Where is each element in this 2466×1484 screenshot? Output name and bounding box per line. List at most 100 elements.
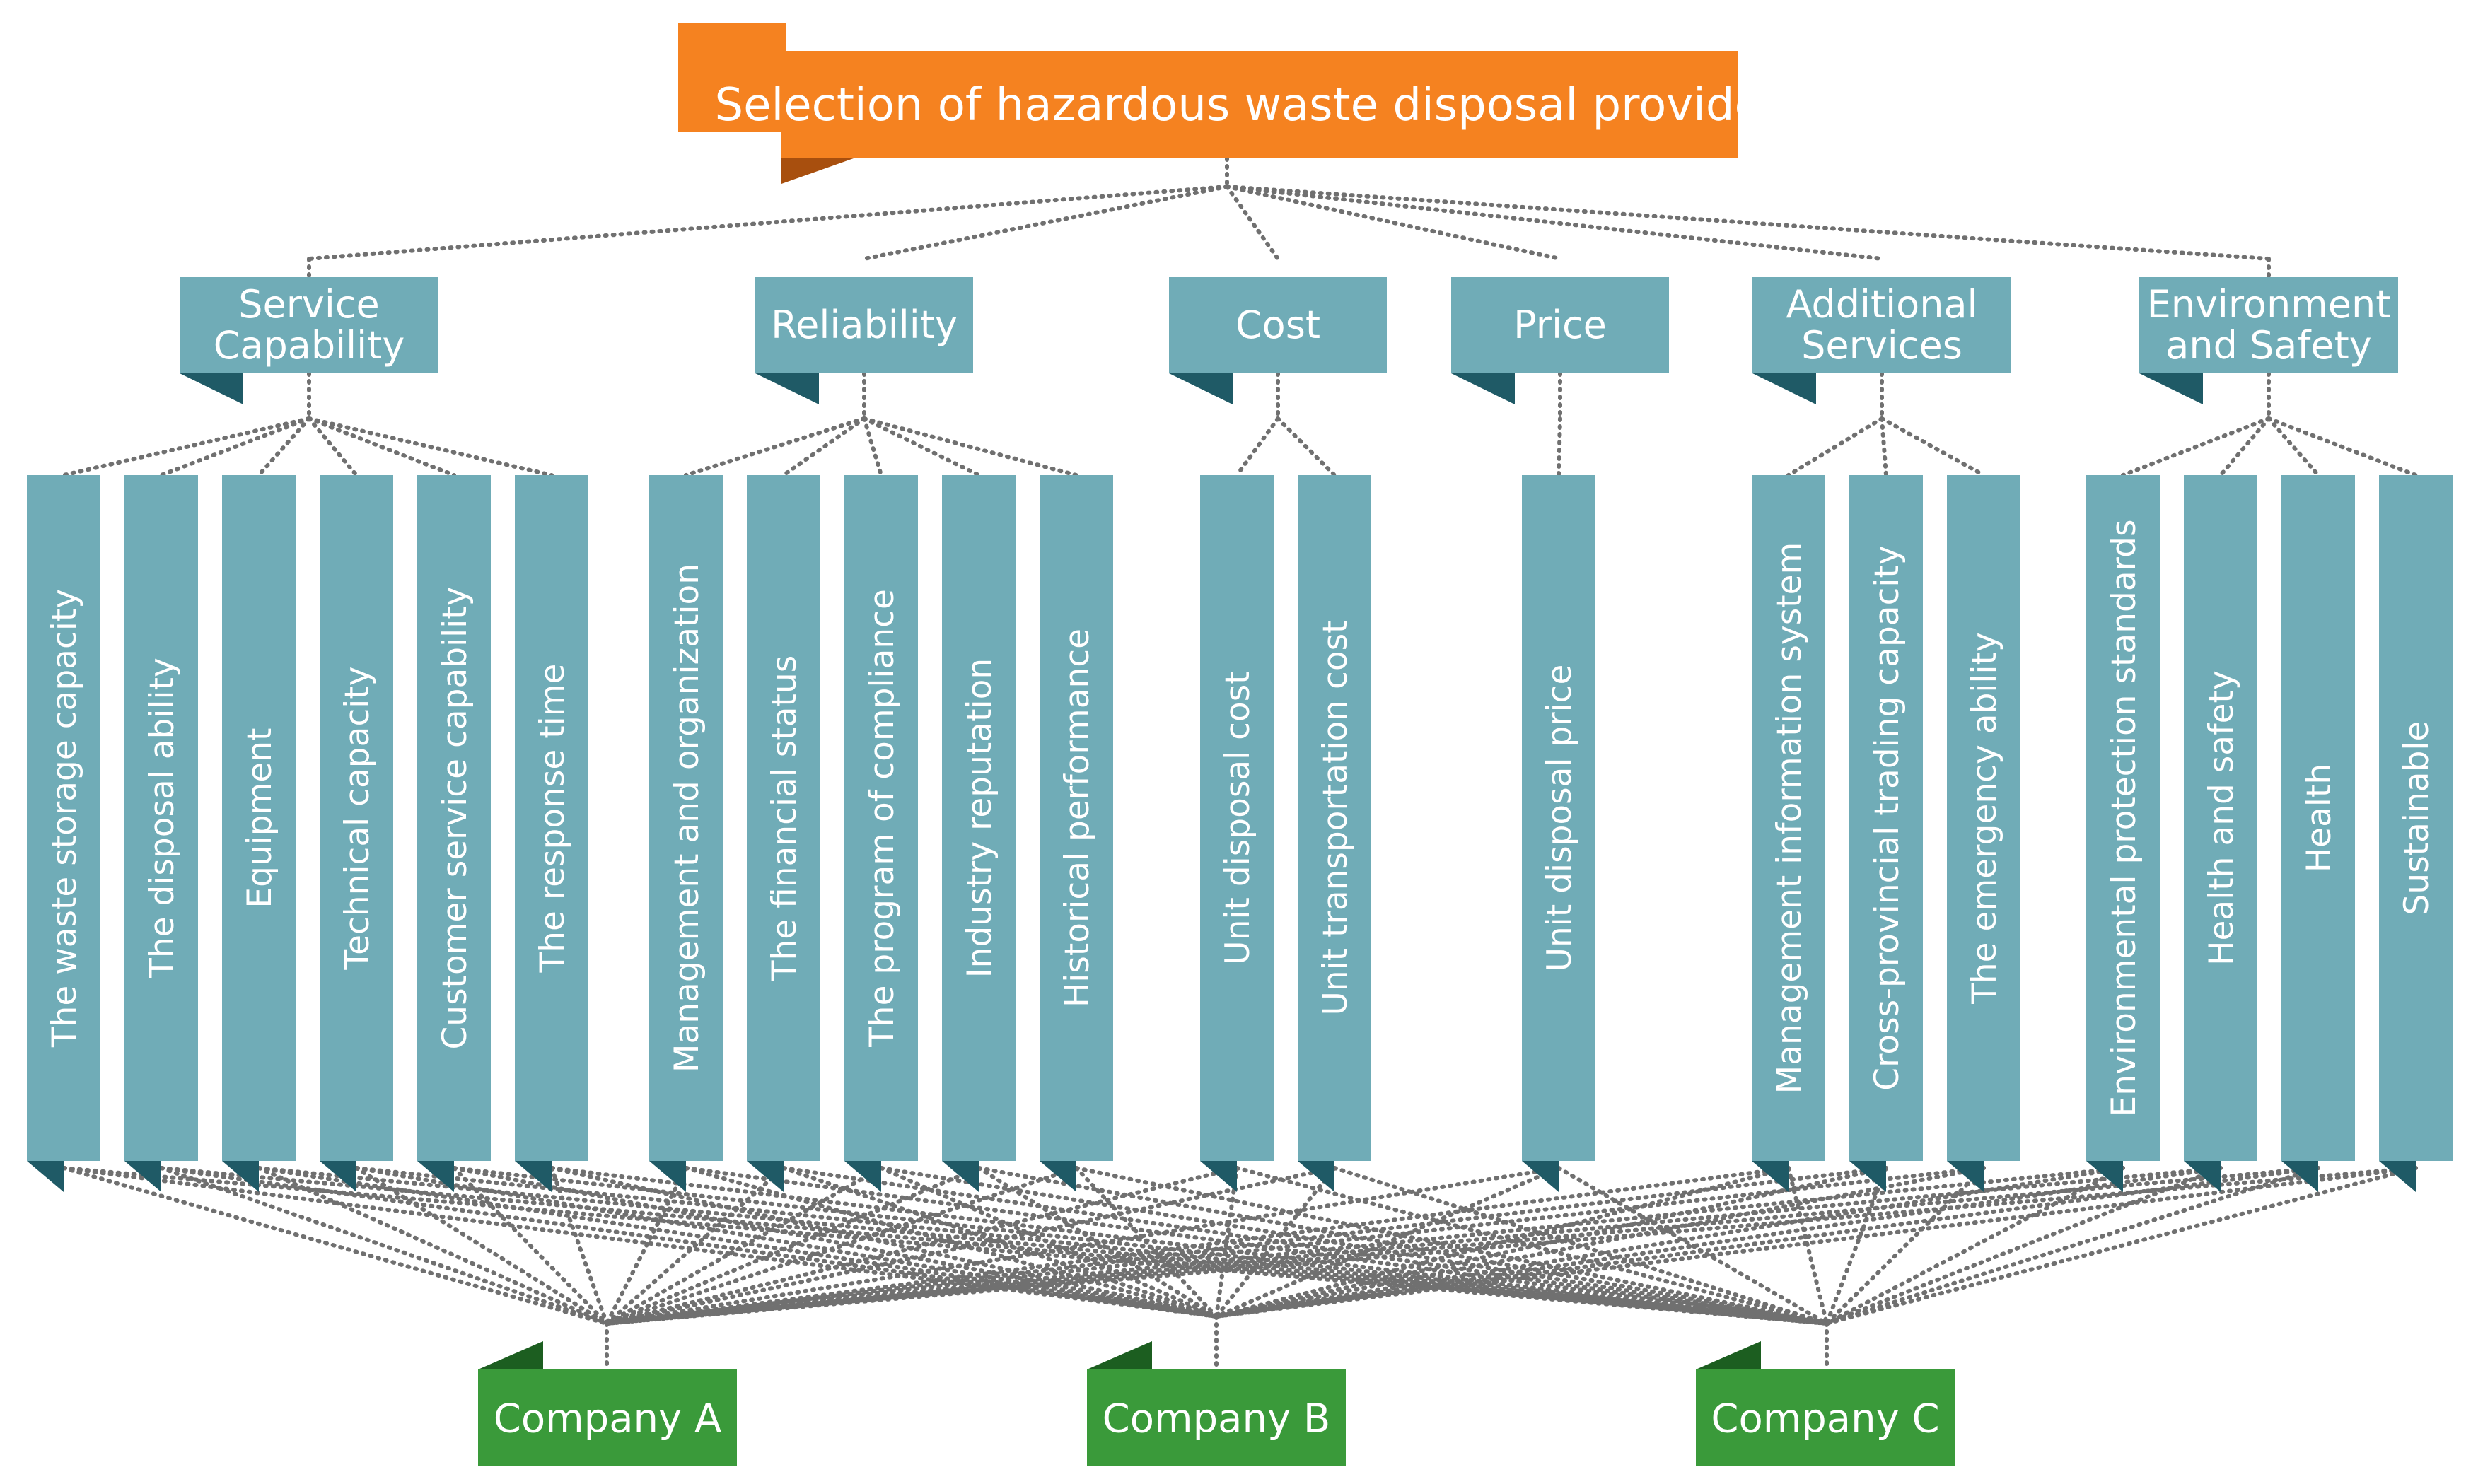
- subcriterion-box: [320, 475, 393, 1161]
- subcriterion-label: Unit transportation cost: [1316, 620, 1355, 1015]
- subcriterion-label: Technical capacity: [338, 666, 377, 970]
- subcriterion-label: Management information system: [1770, 542, 1809, 1094]
- criterion-to-subcriterion-link: [862, 416, 981, 477]
- subcriterion-label: Equipment: [240, 728, 279, 908]
- subcriterion-to-alternative-link: [781, 1166, 1219, 1319]
- criterion-label: Environment: [2147, 282, 2391, 327]
- subcriterion-fold: [2086, 1161, 2123, 1192]
- criterion-fold: [180, 373, 243, 404]
- subcriterion-fold: [2379, 1161, 2416, 1192]
- criterion-label: Service: [238, 282, 380, 327]
- alternative-fold: [1087, 1341, 1152, 1369]
- subcriterion-to-alternative-link: [1825, 1166, 2320, 1326]
- criterion-label: and Safety: [2165, 323, 2372, 368]
- subcriterion-node: The disposal ability: [124, 475, 198, 1192]
- subcriterion-box: [2184, 475, 2257, 1161]
- goal-to-criterion-link: [1225, 185, 1884, 261]
- subcriterion-to-alternative-link: [1214, 1166, 1888, 1319]
- criterion-to-subcriterion-link: [1557, 416, 1562, 477]
- subcriterion-to-alternative-link: [605, 1166, 786, 1326]
- subcriterion-fold: [27, 1161, 64, 1192]
- criterion-label: Cost: [1235, 303, 1320, 347]
- criterion-node: Price: [1451, 277, 1669, 404]
- subcriterion-to-alternative-link: [1825, 1166, 1888, 1326]
- criterion-box: [755, 277, 973, 373]
- criterion-label: Services: [1801, 323, 1962, 368]
- criterion-box: [180, 277, 438, 373]
- subcriterion-box: [844, 475, 918, 1161]
- subcriterion-fold: [942, 1161, 979, 1192]
- subcriterion-to-alternative-link: [1214, 1166, 2418, 1319]
- criterion-to-subcriterion-link: [1786, 416, 1884, 477]
- subcriterion-to-alternative-link: [605, 1166, 688, 1326]
- subcriterion-label: Cross-provincial trading capacity: [1868, 545, 1907, 1090]
- subcriterion-box: [1040, 475, 1113, 1161]
- criterion-node: Cost: [1169, 277, 1387, 404]
- subcriterion-node: Equipment: [222, 475, 296, 1192]
- goal-to-criterion-link: [1225, 185, 1280, 261]
- criterion-to-subcriterion-link: [257, 416, 311, 477]
- subcriterion-box: [2086, 475, 2160, 1161]
- subcriterion-to-alternative-link: [62, 1166, 1829, 1326]
- criterion-to-subcriterion-link: [307, 416, 359, 477]
- criterion-label: Additional: [1786, 282, 1977, 327]
- subcriterion-fold: [844, 1161, 881, 1192]
- criterion-to-subcriterion-link: [781, 416, 866, 477]
- subcriterion-label: Sustainable: [2397, 721, 2436, 916]
- subcriterion-to-alternative-link: [605, 1166, 883, 1326]
- criterion-fold: [755, 373, 819, 404]
- criterion-to-subcriterion-link: [684, 416, 866, 477]
- subcriterion-to-alternative-link: [684, 1166, 1829, 1326]
- subcriterion-label: Health: [2300, 764, 2339, 872]
- subcriterion-label: Unit disposal cost: [1219, 671, 1257, 964]
- criterion-node: Reliability: [755, 277, 973, 404]
- criterion-to-subcriterion-link: [307, 416, 456, 477]
- subcriterion-label: The financial status: [765, 655, 804, 981]
- subcriterion-box: [942, 475, 1016, 1161]
- subcriterion-to-alternative-link: [605, 1166, 1239, 1326]
- subcriterion-to-alternative-link: [1214, 1166, 1986, 1319]
- subcriterion-fold: [1522, 1161, 1559, 1192]
- criterion-label: Capability: [214, 323, 405, 368]
- subcriterion-to-alternative-link: [605, 1166, 2125, 1326]
- subcriterion-box: [649, 475, 723, 1161]
- subcriterion-to-alternative-link: [605, 1166, 2223, 1326]
- criterion-to-subcriterion-link: [307, 416, 554, 477]
- subcriterion-to-alternative-link: [1074, 1166, 1219, 1319]
- subcriterion-to-alternative-link: [684, 1166, 1219, 1319]
- criterion-to-subcriterion-link: [862, 416, 1078, 477]
- goal-box: [781, 51, 1738, 158]
- subcriterion-label: The waste storage capacity: [45, 589, 84, 1048]
- subcriterion-to-alternative-link: [62, 1166, 1219, 1319]
- subcriterion-to-alternative-link: [62, 1166, 609, 1326]
- subcriterion-to-alternative-link: [605, 1166, 1337, 1326]
- alternative-box: [1696, 1369, 1955, 1466]
- subcriterion-to-alternative-link: [605, 1166, 2320, 1326]
- subcriterion-to-alternative-link: [354, 1166, 1219, 1319]
- criterion-box: [1752, 277, 2011, 373]
- subcriterion-to-alternative-link: [1214, 1166, 1239, 1319]
- criterion-fold: [2139, 373, 2203, 404]
- subcriterion-node: Management information system: [1752, 475, 1825, 1192]
- alternative-box: [478, 1369, 737, 1466]
- criterion-to-subcriterion-link: [1880, 416, 1888, 477]
- criterion-box: [1451, 277, 1669, 373]
- subcriterion-fold: [515, 1161, 552, 1192]
- subcriterion-fold: [1752, 1161, 1789, 1192]
- subcriterion-label: Health and safety: [2202, 670, 2241, 966]
- subcriterion-to-alternative-link: [1557, 1166, 1829, 1326]
- subcriterion-fold: [2184, 1161, 2221, 1192]
- subcriterion-fold: [747, 1161, 784, 1192]
- subcriterion-box: [515, 475, 588, 1161]
- goal-to-criterion-link: [307, 185, 1229, 261]
- subcriterion-to-alternative-link: [257, 1166, 609, 1326]
- alternative-node: Company A: [478, 1341, 737, 1466]
- subcriterion-box: [1752, 475, 1825, 1161]
- subcriterion-fold: [2281, 1161, 2318, 1192]
- subcriterion-to-alternative-link: [257, 1166, 1219, 1319]
- criterion-box: [1169, 277, 1387, 373]
- subcriterion-node: Unit disposal cost: [1200, 475, 1274, 1192]
- subcriterion-fold: [1040, 1161, 1076, 1192]
- subcriterion-label: The disposal ability: [143, 658, 182, 979]
